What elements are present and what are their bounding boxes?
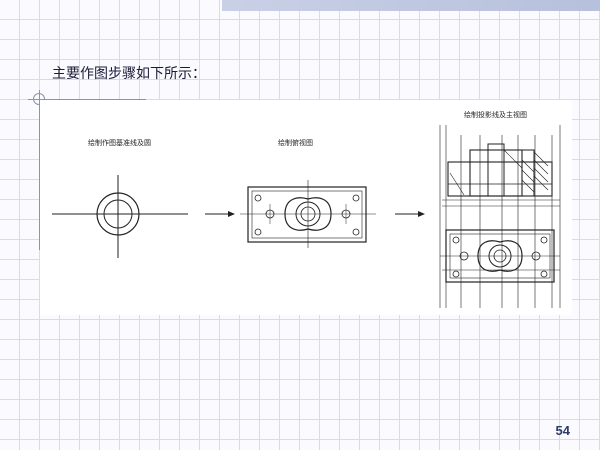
heading-underline bbox=[28, 99, 146, 100]
step-3-drawing bbox=[439, 125, 561, 308]
step-3-label: 绘制投影线及主视图 bbox=[464, 111, 527, 119]
bullet-circle-marker bbox=[33, 93, 45, 105]
left-vertical-rule bbox=[39, 90, 40, 250]
slide-heading: 主要作图步骤如下所示： bbox=[52, 66, 206, 82]
step-1-drawing bbox=[52, 175, 188, 258]
step-2-label: 绘制俯视图 bbox=[278, 139, 313, 147]
top-decorative-band bbox=[222, 0, 600, 11]
right-arrow-icon bbox=[395, 211, 425, 217]
drawing-steps-panel: 绘制作图基准线及圆 绘制俯视图 绘制投影线及主视图 bbox=[40, 100, 572, 315]
step-2-drawing bbox=[240, 180, 376, 248]
right-arrow-icon bbox=[205, 211, 235, 217]
drawing-canvas bbox=[52, 125, 561, 308]
step-1-label: 绘制作图基准线及圆 bbox=[88, 139, 151, 147]
page-number: 54 bbox=[555, 423, 570, 438]
